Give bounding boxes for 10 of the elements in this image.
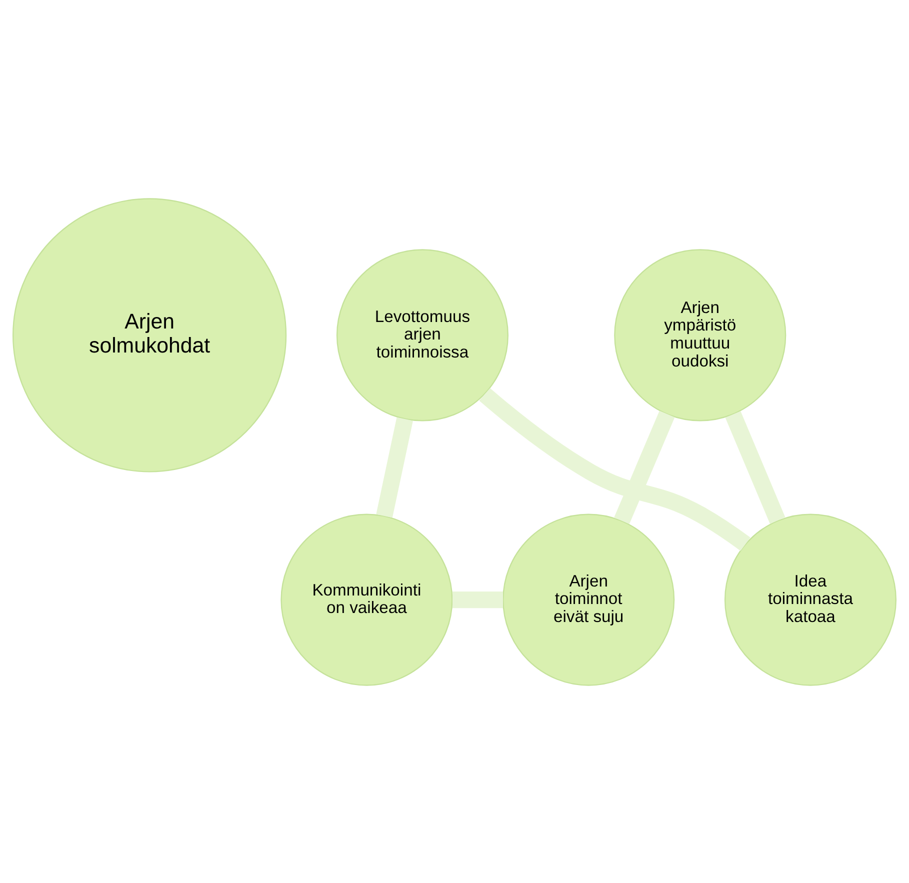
- connector: [614, 410, 675, 524]
- node-circle: Kommunikointi on vaikeaa: [280, 513, 453, 686]
- node-circle: Idea toiminnasta katoaa: [724, 513, 896, 686]
- node-circle: Arjen solmukohdat: [12, 198, 287, 472]
- node-circle: Arjen toiminnot eivät suju: [502, 513, 675, 686]
- node-circle: Arjen ympäristö muuttuu oudoksi: [614, 248, 786, 421]
- connector: [452, 591, 503, 608]
- connector: [376, 416, 414, 518]
- connector: [725, 410, 786, 524]
- node-circle: Levottomuus arjen toiminnoissa: [336, 248, 508, 421]
